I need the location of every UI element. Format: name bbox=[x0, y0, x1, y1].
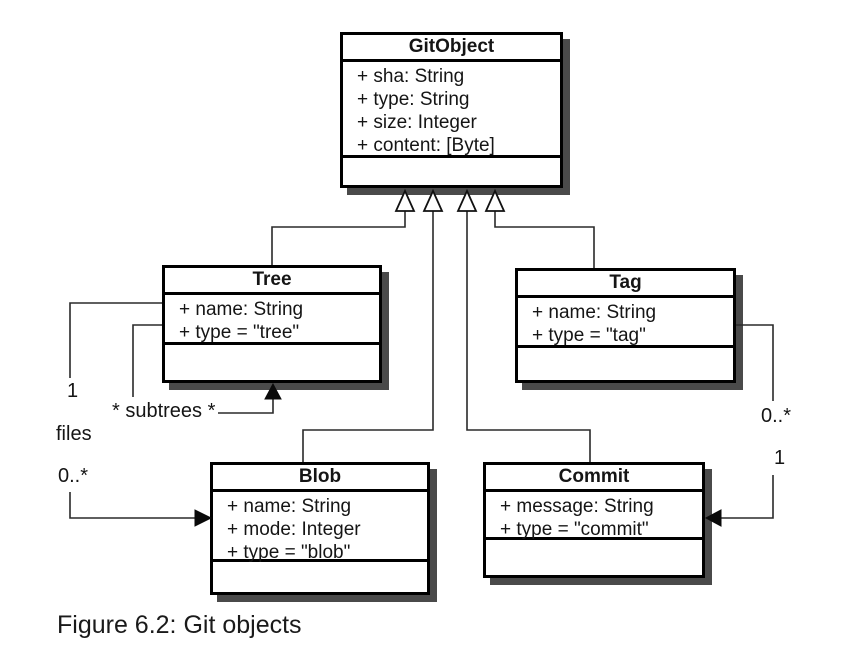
class-attribute: + content: [Byte] bbox=[357, 135, 495, 156]
class-attributes-tag: + name: String + type = "tag" bbox=[518, 298, 733, 348]
class-box-tag: Tag + name: String + type = "tag" bbox=[515, 268, 736, 383]
association-name-files: files bbox=[56, 423, 92, 445]
class-methods-tag bbox=[518, 348, 733, 380]
class-title-tag: Tag bbox=[518, 271, 733, 298]
class-methods-tree bbox=[165, 345, 379, 380]
multiplicity-tag-commit-target: 1 bbox=[774, 447, 786, 469]
multiplicity-tag-commit-source: 0..* bbox=[761, 405, 792, 427]
class-methods-gitobject bbox=[343, 158, 560, 185]
class-attributes-commit: + message: String + type = "commit" bbox=[486, 492, 702, 540]
class-methods-commit bbox=[486, 540, 702, 575]
figure-caption: Figure 6.2: Git objects bbox=[57, 611, 302, 639]
association-line-subtrees-right bbox=[218, 398, 274, 414]
class-attributes-gitobject: + sha: String + type: String + size: Int… bbox=[343, 62, 560, 158]
class-attribute: + type = "tag" bbox=[532, 325, 646, 346]
association-line-tag-commit-lower bbox=[720, 475, 774, 519]
class-attribute: + type = "blob" bbox=[227, 542, 351, 563]
class-methods-blob bbox=[213, 562, 427, 592]
association-line-tree-blob-upper bbox=[69, 302, 162, 378]
arrowhead-icon-commit bbox=[704, 509, 722, 527]
class-attribute: + message: String bbox=[500, 496, 654, 517]
class-attributes-blob: + name: String + mode: Integer + type = … bbox=[213, 492, 427, 563]
association-line-tag-commit-upper bbox=[736, 324, 774, 401]
multiplicity-tree-blob-source: 1 bbox=[67, 380, 79, 402]
class-title-blob: Blob bbox=[213, 465, 427, 492]
multiplicity-tree-blob-target: 0..* bbox=[58, 465, 89, 487]
generalization-triangle-icon bbox=[394, 188, 416, 212]
class-attribute: + mode: Integer bbox=[227, 519, 361, 540]
association-name-subtrees: * subtrees * bbox=[112, 400, 216, 422]
class-box-tree: Tree + name: String + type = "tree" bbox=[162, 265, 382, 383]
class-title-commit: Commit bbox=[486, 465, 702, 492]
inheritance-line-tag bbox=[494, 211, 595, 268]
class-attribute: + size: Integer bbox=[357, 112, 477, 133]
generalization-triangle-icon bbox=[456, 188, 478, 212]
class-attribute: + type = "tree" bbox=[179, 322, 300, 343]
association-line-subtrees-left bbox=[132, 324, 162, 397]
class-box-blob: Blob + name: String + mode: Integer + ty… bbox=[210, 462, 430, 595]
generalization-triangle-icon bbox=[484, 188, 506, 212]
inheritance-line-tree bbox=[271, 211, 406, 265]
class-attribute: + name: String bbox=[179, 299, 304, 320]
class-attributes-tree: + name: String + type = "tree" bbox=[165, 295, 379, 345]
class-attribute: + sha: String bbox=[357, 66, 465, 87]
class-box-commit: Commit + message: String + type = "commi… bbox=[483, 462, 705, 578]
class-box-gitobject: GitObject + sha: String + type: String +… bbox=[340, 32, 563, 188]
class-title-gitobject: GitObject bbox=[343, 35, 560, 62]
generalization-triangle-icon bbox=[422, 188, 444, 212]
arrowhead-icon-tree bbox=[264, 382, 282, 400]
class-title-tree: Tree bbox=[165, 268, 379, 295]
class-attribute: + type: String bbox=[357, 89, 470, 110]
class-attribute: + type = "commit" bbox=[500, 519, 649, 540]
class-attribute: + name: String bbox=[227, 496, 352, 517]
arrowhead-icon-blob bbox=[194, 509, 213, 527]
class-attribute: + name: String bbox=[532, 302, 657, 323]
association-line-tree-blob-lower bbox=[69, 492, 196, 519]
